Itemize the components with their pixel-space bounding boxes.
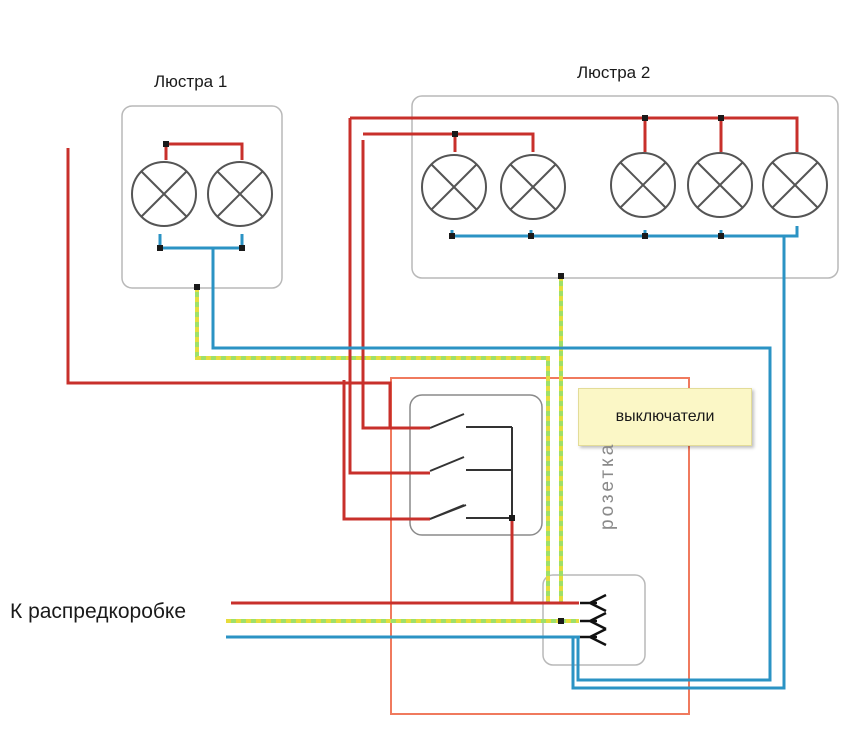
junction-dot xyxy=(718,233,724,239)
socket-terminal-2 xyxy=(580,611,607,631)
lamp-chandelier-2-4 xyxy=(687,152,753,218)
switch-blade-2 xyxy=(429,456,465,472)
junction-dot xyxy=(558,273,564,279)
neutral-wire-chandelier-2 xyxy=(571,236,786,690)
phase-wire-supply xyxy=(231,518,514,605)
junction-dot xyxy=(194,284,200,290)
junction-dot xyxy=(449,233,455,239)
neutral-wire-chandelier-1-bus xyxy=(158,234,244,250)
switches-note: выключатели xyxy=(578,388,752,446)
switch-blade-1 xyxy=(429,413,465,429)
phase-wire-chandelier-2-bus xyxy=(350,116,799,152)
chandelier-1-label: Люстра 1 xyxy=(154,72,228,91)
lamp-chandelier-1-1 xyxy=(131,161,197,227)
phase-wire-chandelier-1-bus xyxy=(164,142,244,160)
phase-wire-chandelier-2-pair xyxy=(455,132,535,152)
switch-box xyxy=(409,394,543,536)
junction-dot xyxy=(642,115,648,121)
junction-dot xyxy=(642,233,648,239)
phase-wire-chandelier-2-a xyxy=(361,140,430,430)
junction-dot xyxy=(528,233,534,239)
phase-wire-switch-3 xyxy=(342,380,430,521)
lamp-chandelier-2-1 xyxy=(421,154,487,220)
lamp-chandelier-1-2 xyxy=(207,161,273,227)
switch-blade-3b xyxy=(429,504,467,520)
ground-wire-chandelier-1 xyxy=(195,287,550,603)
lamp-chandelier-2-2 xyxy=(500,154,566,220)
junction-dots xyxy=(157,115,724,624)
junction-dot xyxy=(157,245,163,251)
phase-wire-chandelier-2-b xyxy=(348,118,430,475)
socket-terminal-3 xyxy=(580,627,607,647)
lamp-chandelier-2-5 xyxy=(762,152,828,218)
chandelier-2-label: Люстра 2 xyxy=(577,63,651,82)
neutral-wire-chandelier-2-bus xyxy=(450,226,799,238)
neutral-wire-chandelier-1 xyxy=(211,248,772,682)
chandelier-2-box xyxy=(411,95,839,279)
switch-socket-block xyxy=(390,377,690,715)
devices xyxy=(429,413,607,647)
junction-box-label: К распредкоробке xyxy=(10,600,187,623)
chandelier-1-box xyxy=(121,105,283,289)
junction-dot xyxy=(509,515,515,521)
junction-dot xyxy=(239,245,245,251)
socket-terminal-1 xyxy=(580,593,607,613)
junction-dot xyxy=(558,618,564,624)
lamp-chandelier-2-3 xyxy=(610,152,676,218)
phase-wire-chandelier-2-left xyxy=(363,132,457,152)
lamps xyxy=(131,152,828,227)
socket-label: розетка xyxy=(597,441,618,530)
junction-dot xyxy=(452,131,458,137)
junction-dot xyxy=(163,141,169,147)
junction-dot xyxy=(718,115,724,121)
